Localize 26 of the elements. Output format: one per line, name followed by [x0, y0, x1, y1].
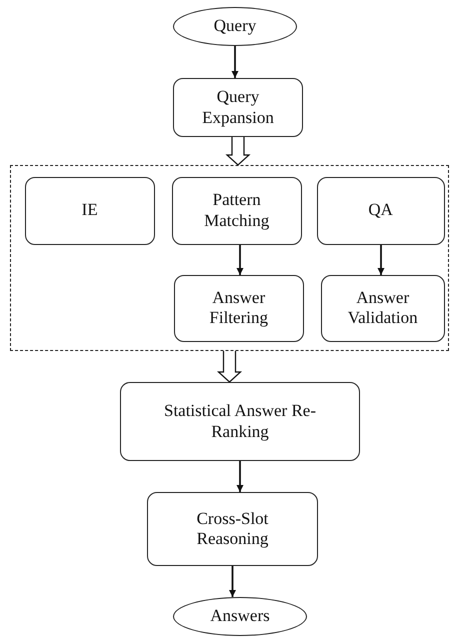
- process-box: [173, 78, 303, 137]
- process-box: [172, 176, 302, 245]
- box-label: Query: [212, 16, 258, 37]
- box-label: Answer Validation: [346, 288, 419, 329]
- hollow-arrow: [225, 136, 251, 166]
- process-box: [120, 382, 360, 461]
- box-label: Query Expansion: [201, 87, 275, 128]
- box-label: Answers: [209, 606, 271, 627]
- hollow-arrow: [216, 350, 242, 383]
- arrow: [236, 461, 244, 492]
- box-label: QA: [367, 200, 394, 221]
- process-box: [24, 176, 155, 245]
- arrow: [378, 245, 384, 275]
- process-box: [320, 274, 445, 342]
- box-label: Cross-Slot Reasoning: [196, 508, 270, 550]
- box-label: Answer Filtering: [208, 288, 269, 329]
- dashed-group-box: [10, 165, 449, 351]
- arrow: [236, 245, 244, 275]
- arrow: [232, 46, 238, 78]
- process-box: [174, 274, 304, 342]
- box-label: Statistical Answer Re-Ranking: [162, 401, 318, 442]
- box-label: Pattern Matching: [203, 190, 270, 232]
- process-box: [147, 492, 318, 566]
- arrow: [229, 566, 236, 597]
- process-box: [316, 176, 445, 245]
- box-label: IE: [80, 200, 99, 221]
